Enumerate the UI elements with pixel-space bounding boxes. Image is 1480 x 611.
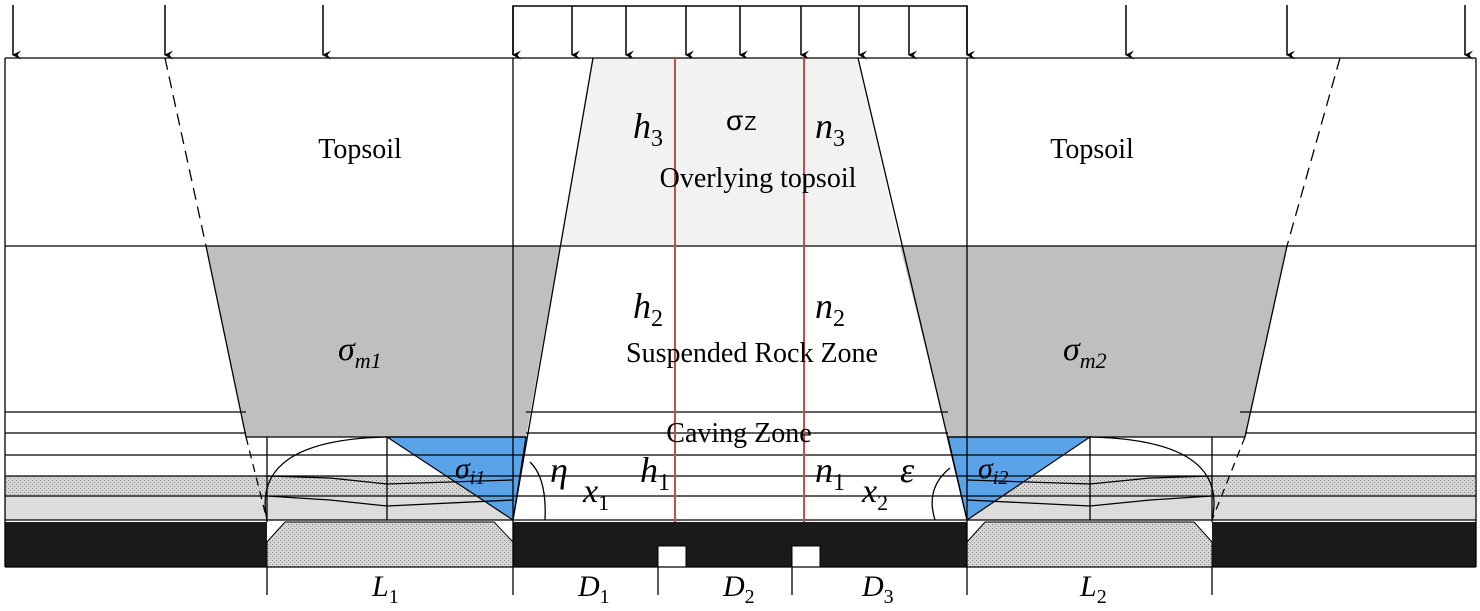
n1-label: n1 xyxy=(815,450,845,496)
labels: Topsoil Topsoil Overlying topsoil Suspen… xyxy=(318,105,1134,608)
D1-label: D1 xyxy=(577,570,610,608)
sigma-z-label: σZ xyxy=(726,105,757,136)
linework xyxy=(4,57,1477,595)
h1-label: h1 xyxy=(640,450,670,496)
x2-label: x2 xyxy=(861,473,888,515)
pillar-opening-1 xyxy=(657,545,687,568)
stipple-layer-left xyxy=(5,476,513,496)
stipple-layer-right xyxy=(967,476,1475,496)
eta-label: η xyxy=(550,450,568,490)
goaf-right xyxy=(966,521,1213,568)
section-lines xyxy=(674,58,805,522)
load-arrows xyxy=(12,5,1474,60)
epsilon-arc xyxy=(931,467,951,521)
sigma-m2-zone xyxy=(900,246,1287,437)
n3-label: n3 xyxy=(815,106,845,152)
sigma-m2-label: σm2 xyxy=(1063,331,1107,373)
L2-label: L2 xyxy=(1079,570,1107,608)
eta-arc xyxy=(529,461,546,521)
sigma-m1-label: σm1 xyxy=(338,331,382,373)
h3-label: h3 xyxy=(633,106,663,152)
sigma-m1-zone xyxy=(206,246,560,437)
caving-zone-label: Caving Zone xyxy=(666,418,811,449)
suspended-rock-zone-label: Suspended Rock Zone xyxy=(626,338,878,369)
pillar-opening-2 xyxy=(791,545,821,568)
n2-label: n2 xyxy=(815,286,845,332)
goaf-left xyxy=(266,521,514,568)
topsoil-right-label: Topsoil xyxy=(1050,134,1134,165)
sigma-i1-label: σi1 xyxy=(455,452,485,489)
stratum-fills xyxy=(5,58,1476,568)
epsilon-label: ε xyxy=(900,450,915,490)
overlying-topsoil-block xyxy=(560,58,900,246)
light-layer-right xyxy=(967,496,1475,520)
L1-label: L1 xyxy=(371,570,399,608)
coal-seam-center xyxy=(513,522,967,567)
h2-label: h2 xyxy=(633,286,663,332)
coal-seam-right xyxy=(1212,522,1476,567)
arch-right xyxy=(1089,436,1215,521)
topsoil-left-label: Topsoil xyxy=(318,134,402,165)
overlying-topsoil-label: Overlying topsoil xyxy=(660,163,857,194)
light-layer-left xyxy=(5,496,513,520)
x1-label: x1 xyxy=(582,473,609,515)
coal-seam-left xyxy=(5,522,267,567)
arch-left xyxy=(264,436,388,521)
sigma-i2-label: σi2 xyxy=(978,452,1008,489)
D3-label: D3 xyxy=(861,570,894,608)
D2-label: D2 xyxy=(722,570,755,608)
